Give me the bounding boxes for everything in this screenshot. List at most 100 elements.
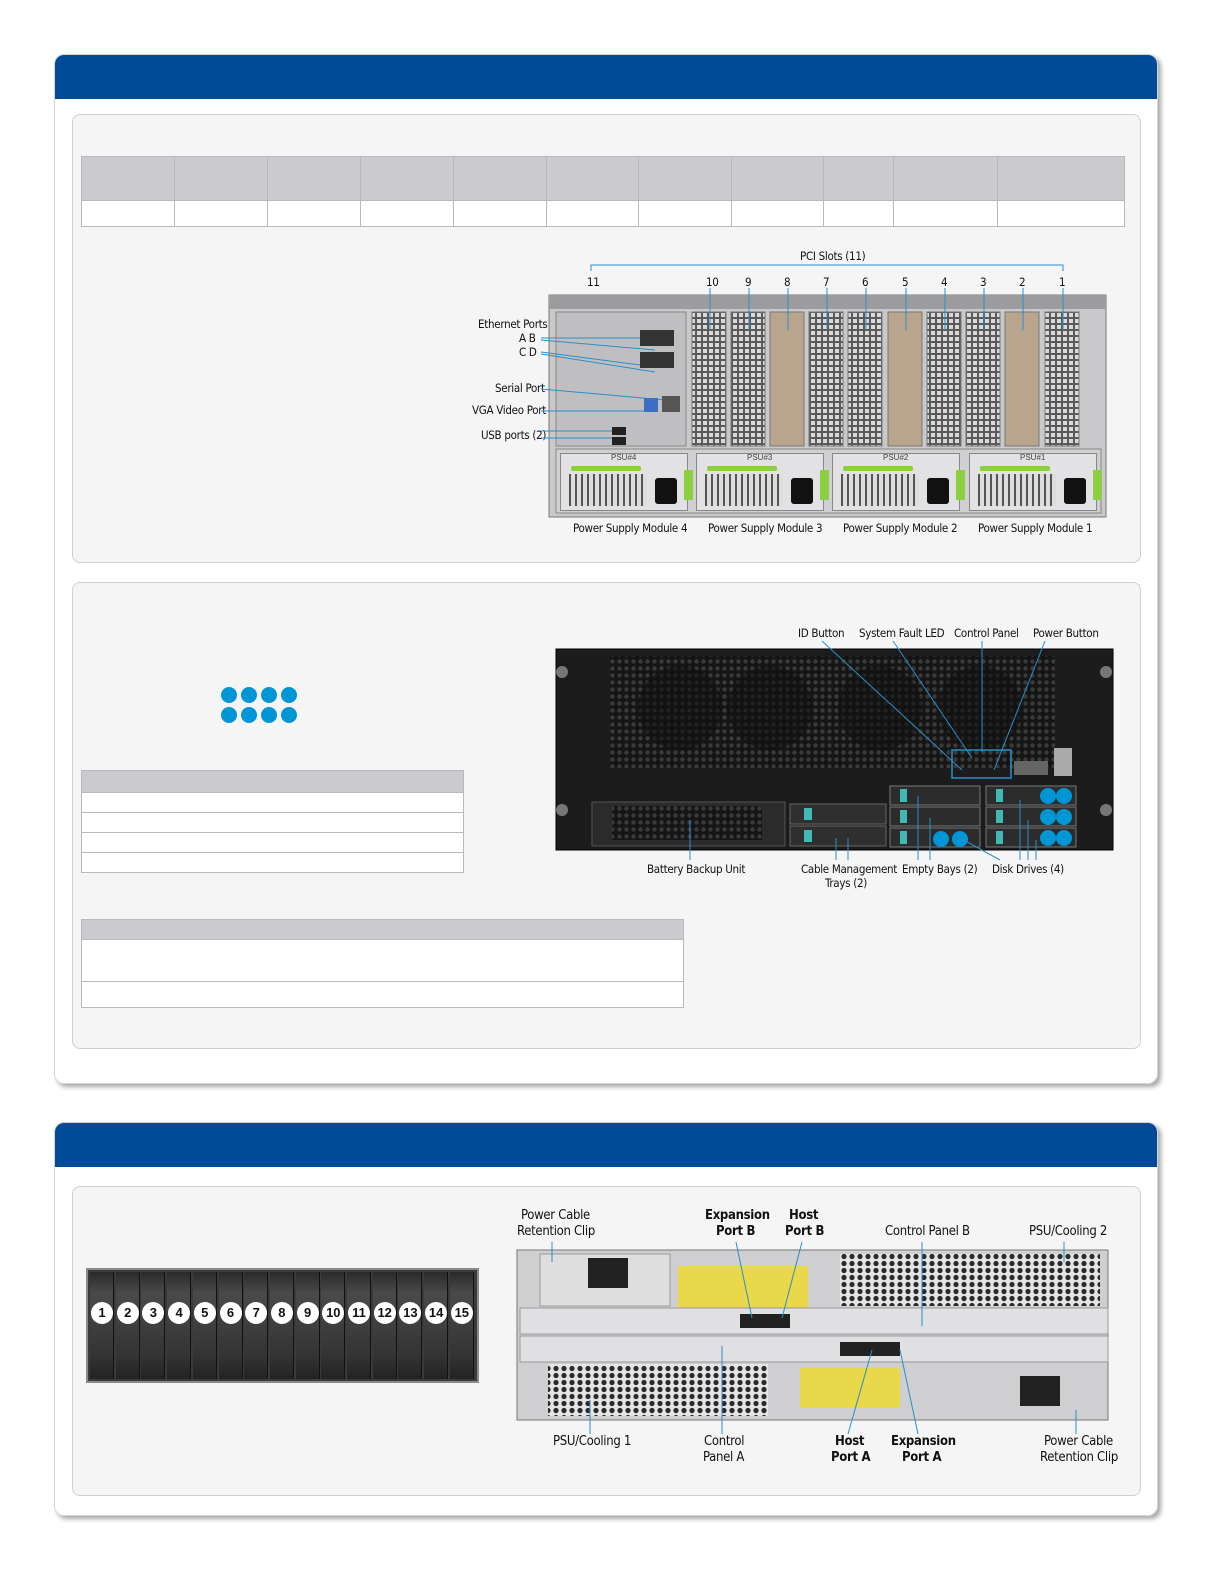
- pci-spec-table: [81, 156, 1125, 227]
- spec-table-small: [81, 770, 464, 873]
- power-supply-label: Power Supply Module 3: [708, 521, 823, 535]
- drive-slot: 6: [218, 1272, 243, 1379]
- system-fault-led-label: System Fault LED: [859, 626, 945, 640]
- psu-tag: PSU#4: [611, 453, 637, 462]
- drive-number-badge: 13: [399, 1302, 422, 1324]
- led-dot: [281, 707, 297, 723]
- drive-slot: 1: [90, 1272, 114, 1379]
- power-supply-label: Power Supply Module 4: [573, 521, 688, 535]
- drive-number-badge: 9: [296, 1302, 319, 1324]
- drive-number-badge: 4: [168, 1302, 191, 1324]
- led-dot: [221, 707, 237, 723]
- led-dot: [261, 707, 277, 723]
- pci-slot-number: 8: [784, 275, 791, 289]
- host-port-a-label: Host: [835, 1434, 865, 1449]
- psu-vent: [705, 474, 783, 506]
- pci-slot-number: 5: [902, 275, 909, 289]
- pci-slot-number: 4: [941, 275, 948, 289]
- cable-mgmt-label-2: Trays (2): [825, 876, 867, 890]
- server-card-header: [55, 55, 1157, 99]
- power-socket-icon: [927, 478, 949, 504]
- drive-number-badge: 5: [193, 1302, 216, 1324]
- drive-number-badge: 11: [348, 1302, 370, 1324]
- drive-slot: 5: [192, 1272, 217, 1379]
- host-port-a-label-2: Port A: [831, 1450, 871, 1465]
- table-header-row: [81, 156, 1125, 201]
- pci-slot-number: 10: [706, 275, 719, 289]
- power-supply-module: PSU#2: [832, 453, 965, 511]
- table-row: [81, 792, 464, 813]
- psu-handle: [980, 466, 1050, 471]
- table-row: [81, 939, 684, 982]
- psu-tag: PSU#1: [1020, 453, 1046, 462]
- drive-slot: 8: [269, 1272, 294, 1379]
- drive-slot: 9: [295, 1272, 320, 1379]
- psu-latch: [956, 470, 965, 500]
- ethernet-ports-label: Ethernet Ports: [478, 317, 548, 331]
- pci-slot-number: 11: [587, 275, 600, 289]
- psu-latch: [684, 470, 693, 500]
- drive-number-badge: 14: [425, 1302, 448, 1324]
- power-button-label: Power Button: [1033, 626, 1099, 640]
- psu-cooling-2-label: PSU/Cooling 2: [1029, 1224, 1108, 1239]
- drive-number-badge: 2: [116, 1302, 139, 1324]
- pci-slot-number: 7: [823, 275, 830, 289]
- drive-number-badge: 10: [322, 1302, 345, 1324]
- psu-handle: [707, 466, 777, 471]
- pci-slot-number: 6: [862, 275, 869, 289]
- host-port-b-label: Host: [789, 1208, 819, 1223]
- psu-handle: [843, 466, 913, 471]
- control-panel-a-label: Control: [704, 1434, 745, 1449]
- table-row: [81, 832, 464, 853]
- control-panel-label: Control Panel: [954, 626, 1019, 640]
- drive-slot: 2: [115, 1272, 140, 1379]
- power-supply-label: Power Supply Module 2: [843, 521, 958, 535]
- power-clip-top-label: Power Cable: [521, 1208, 590, 1223]
- psu-vent: [978, 474, 1056, 506]
- drive-number-badge: 8: [270, 1302, 293, 1324]
- control-panel-b-label: Control Panel B: [885, 1224, 970, 1239]
- host-port-b-label-2: Port B: [785, 1224, 825, 1239]
- drive-slot: 4: [167, 1272, 192, 1379]
- expansion-port-b-label: Expansion: [705, 1208, 770, 1223]
- power-socket-icon: [1064, 478, 1086, 504]
- control-panel-a-label-2: Panel A: [703, 1450, 745, 1465]
- enclosure-card-header: [55, 1123, 1157, 1167]
- table-row: [81, 812, 464, 833]
- pci-slot-number: 1: [1059, 275, 1066, 289]
- disk-drives-label: Disk Drives (4): [992, 862, 1064, 876]
- id-button-label: ID Button: [798, 626, 845, 640]
- battery-backup-label: Battery Backup Unit: [647, 862, 746, 876]
- led-dot: [221, 687, 237, 703]
- spec-table-wide: [81, 919, 684, 1008]
- psu-latch: [820, 470, 829, 500]
- drive-slot: 14: [424, 1272, 449, 1379]
- ethernet-ab-label: A B: [519, 331, 536, 345]
- psu-cooling-1-label: PSU/Cooling 1: [553, 1434, 632, 1449]
- led-dot-grid: [221, 687, 301, 725]
- expansion-port-a-label: Expansion: [891, 1434, 956, 1449]
- drive-number-badge: 12: [373, 1302, 396, 1324]
- power-socket-icon: [655, 478, 677, 504]
- pci-slot-number: 9: [745, 275, 752, 289]
- power-supply-module: PSU#4: [560, 453, 693, 511]
- psu-tag: PSU#2: [883, 453, 909, 462]
- expansion-port-a-label-2: Port A: [902, 1450, 942, 1465]
- expansion-port-b-label-2: Port B: [716, 1224, 756, 1239]
- table-row: [81, 852, 464, 873]
- table-header-row: [81, 919, 684, 940]
- psu-vent: [841, 474, 919, 506]
- led-dot: [241, 707, 257, 723]
- table-header-row: [81, 770, 464, 793]
- led-dot: [281, 687, 297, 703]
- pci-slot-number: 2: [1019, 275, 1026, 289]
- empty-bays-label: Empty Bays (2): [902, 862, 978, 876]
- power-clip-bottom-label: Power Cable: [1044, 1434, 1113, 1449]
- serial-port-label: Serial Port: [495, 381, 545, 395]
- led-dot: [241, 687, 257, 703]
- vga-port-label: VGA Video Port: [472, 403, 546, 417]
- drive-slot: 7: [244, 1272, 269, 1379]
- usb-ports-label: USB ports (2): [481, 428, 547, 442]
- drive-number-badge: 1: [91, 1302, 113, 1324]
